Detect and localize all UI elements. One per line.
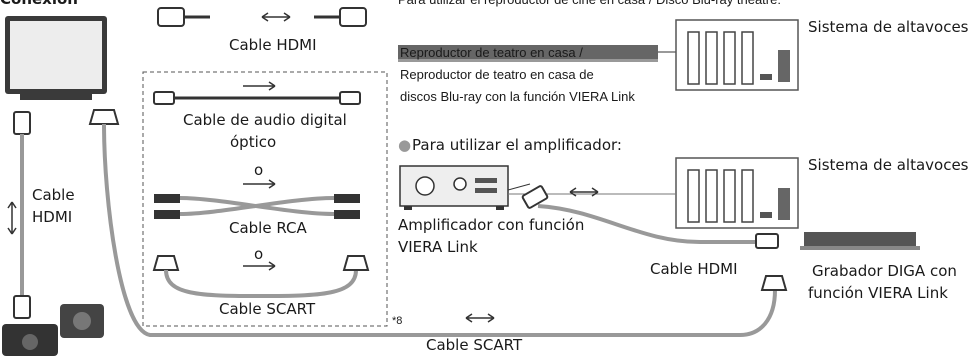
label-amp-note: Para utilizar el amplificador:	[412, 136, 622, 154]
alternative-cables-box	[142, 71, 388, 327]
speaker-system-2-icon	[675, 157, 799, 229]
camcorder-icon	[2, 324, 58, 356]
label-home-theater-3: discos Blu-ray con la función VIERA Link	[400, 89, 635, 104]
left-cut-label: Conexión	[0, 0, 78, 8]
scart-cable-box-icon	[152, 255, 370, 299]
label-or-2: o	[254, 245, 264, 263]
label-hdmi-top: Cable HDMI	[229, 36, 317, 54]
hdmi-cable-top-icon	[157, 7, 367, 27]
speaker-system-icon	[675, 19, 799, 91]
diga-recorder-icon	[800, 232, 920, 250]
camera-icon	[60, 304, 104, 338]
rca-cable-icon	[154, 179, 360, 219]
hdmi-cable-left-icon	[7, 111, 31, 319]
label-amplifier-2: VIERA Link	[398, 238, 478, 256]
label-diga-1: Grabador DIGA con	[812, 262, 957, 280]
label-footnote: *8	[392, 315, 403, 327]
label-cable-left-2: HDMI	[32, 208, 73, 226]
label-rca: Cable RCA	[229, 219, 307, 237]
optical-cable-icon	[153, 81, 361, 105]
label-amplifier-1: Amplificador con función	[398, 216, 585, 234]
tv-icon	[5, 16, 107, 100]
label-home-theater-2: Reproductor de teatro en casa de	[400, 67, 594, 82]
bullet-icon: ●	[398, 136, 412, 154]
label-scart-bottom: Cable SCART	[426, 336, 523, 354]
home-theater-icon	[398, 45, 676, 62]
label-optical-2: óptico	[230, 133, 277, 151]
hdmi-cable-right-icon	[521, 185, 779, 249]
label-cable-left-1: Cable	[32, 186, 75, 204]
scart-cable-bottom-icon	[88, 109, 788, 337]
amplifier-icon	[399, 165, 676, 210]
label-speakers-1: Sistema de altavoces	[808, 18, 969, 36]
label-optical-1: Cable de audio digital	[183, 111, 347, 129]
label-or-1: o	[254, 161, 264, 179]
label-hdmi-right: Cable HDMI	[650, 260, 738, 278]
header-cut-label: Para utilizar el reproductor de cine en …	[398, 0, 781, 8]
label-diga-2: función VIERA Link	[808, 284, 948, 302]
label-home-theater-1: Reproductor de teatro en casa /	[400, 45, 583, 60]
label-scart-box: Cable SCART	[219, 300, 316, 318]
label-speakers-2: Sistema de altavoces	[808, 156, 969, 174]
